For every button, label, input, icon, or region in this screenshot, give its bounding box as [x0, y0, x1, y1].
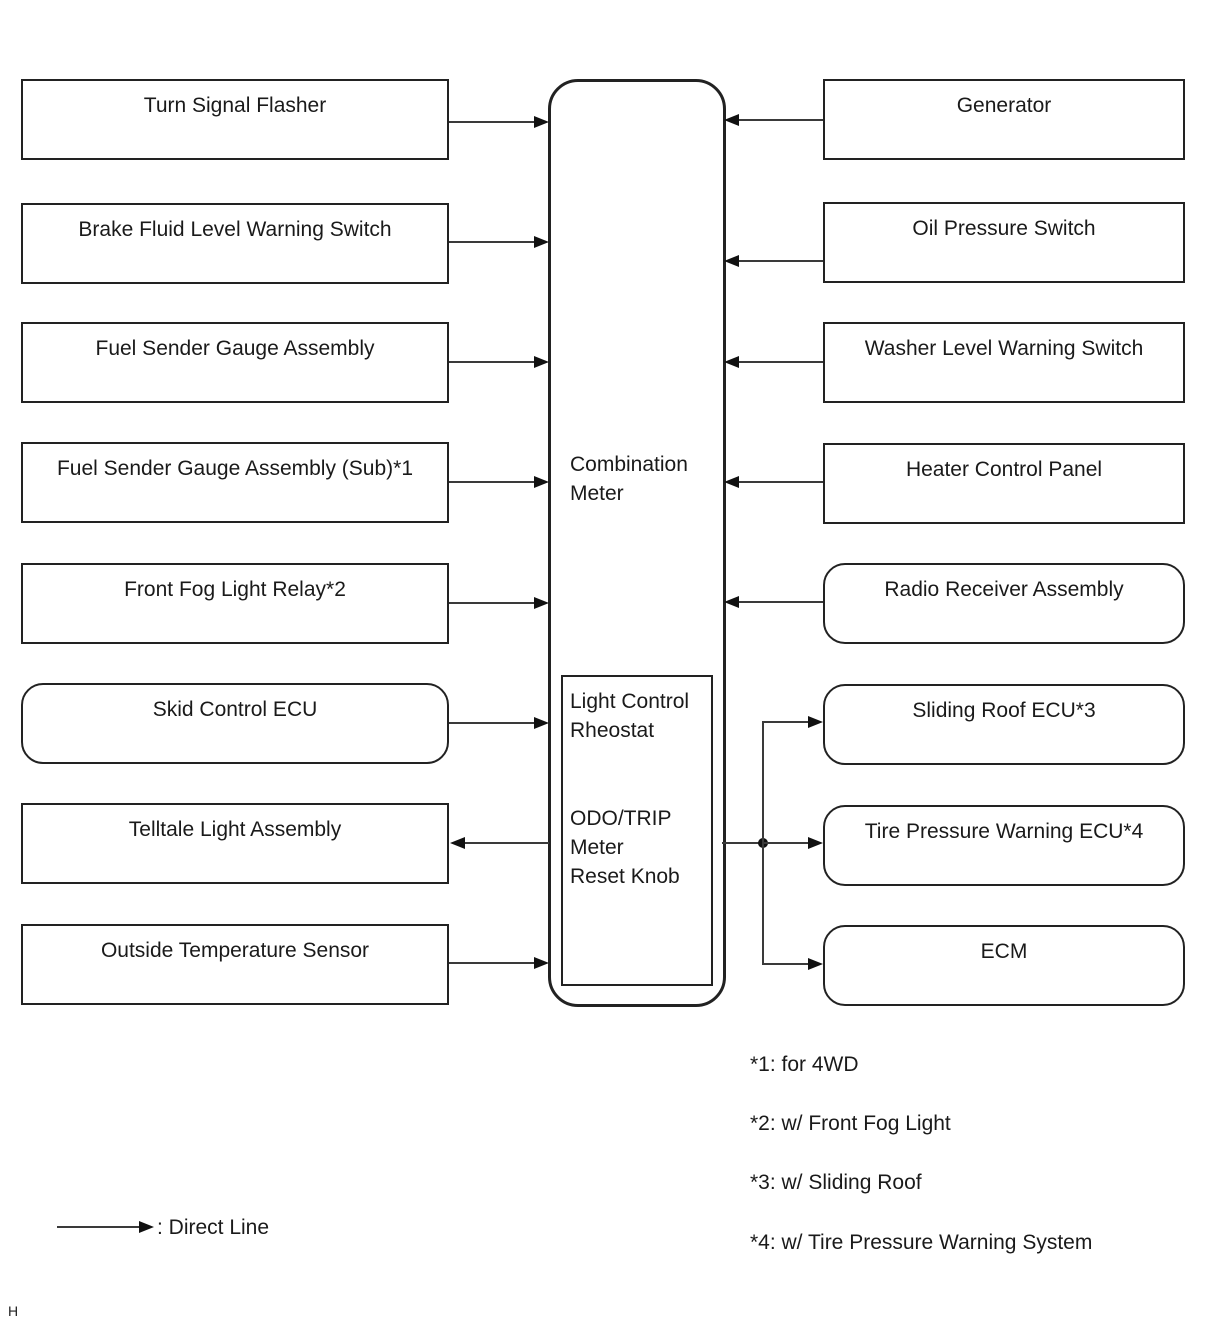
connector-sliding-roof-arrowhead-icon: [808, 716, 823, 728]
box-label: Heater Control Panel: [905, 458, 1103, 481]
connector-heater-panel-arrowhead-icon: [724, 476, 739, 488]
connector-washer-level-line: [738, 361, 823, 363]
box-heater-control-panel: Heater Control Panel: [823, 443, 1185, 524]
box-label: Front Fog Light Relay*2: [124, 578, 346, 601]
box-generator: Generator: [823, 79, 1185, 160]
connector-fuel-sender-arrowhead-icon: [534, 356, 549, 368]
connector-tire-pressure-arrowhead-icon: [808, 837, 823, 849]
connector-turn-signal-arrowhead-icon: [534, 116, 549, 128]
box-label: Fuel Sender Gauge Assembly: [95, 337, 375, 360]
connector-outside-temp-arrowhead-icon: [534, 957, 549, 969]
footnote-4: *4: w/ Tire Pressure Warning System: [750, 1231, 1093, 1254]
legend-arrow-line: [57, 1226, 140, 1228]
box-label: Brake Fluid Level Warning Switch: [78, 218, 392, 241]
connector-fuel-sender-line: [449, 361, 535, 363]
connector-turn-signal-line: [449, 121, 535, 123]
connector-front-fog-line: [449, 602, 535, 604]
box-label: Sliding Roof ECU*3: [912, 699, 1096, 722]
light-control-rheostat-label: Light Control Rheostat: [570, 690, 690, 742]
box-ecm: ECM: [823, 925, 1185, 1006]
connector-ecm-line: [762, 963, 809, 965]
box-label: Generator: [956, 94, 1052, 117]
connector-radio-receiver-arrowhead-icon: [724, 596, 739, 608]
odo-trip-reset-knob-label: ODO/TRIP Meter Reset Knob: [570, 807, 680, 888]
connector-heater-panel-line: [738, 481, 823, 483]
box-washer-level-warning-switch: Washer Level Warning Switch: [823, 322, 1185, 403]
box-label: Oil Pressure Switch: [912, 217, 1096, 240]
connector-sliding-roof-line: [762, 721, 809, 723]
footnote-2: *2: w/ Front Fog Light: [750, 1112, 951, 1135]
footnote-3: *3: w/ Sliding Roof: [750, 1171, 922, 1194]
connector-front-fog-arrowhead-icon: [534, 597, 549, 609]
connector-generator-line: [738, 119, 823, 121]
box-radio-receiver-assembly: Radio Receiver Assembly: [823, 563, 1185, 644]
meter-controls-inner-box: [561, 675, 713, 986]
box-fuel-sender-gauge-assembly-sub: Fuel Sender Gauge Assembly (Sub)*1: [21, 442, 449, 523]
connector-skid-control-line: [449, 722, 535, 724]
box-sliding-roof-ecu: Sliding Roof ECU*3: [823, 684, 1185, 765]
connector-fuel-sender-sub-line: [449, 481, 535, 483]
box-label: ECM: [980, 940, 1028, 963]
box-outside-temperature-sensor: Outside Temperature Sensor: [21, 924, 449, 1005]
footnote-1: *1: for 4WD: [750, 1053, 859, 1076]
box-label: Radio Receiver Assembly: [884, 578, 1124, 601]
connector-brake-fluid-arrowhead-icon: [534, 236, 549, 248]
box-turn-signal-flasher: Turn Signal Flasher: [21, 79, 449, 160]
box-front-fog-light-relay: Front Fog Light Relay*2: [21, 563, 449, 644]
connector-ecm-arrowhead-icon: [808, 958, 823, 970]
box-label: Outside Temperature Sensor: [100, 939, 370, 962]
box-oil-pressure-switch: Oil Pressure Switch: [823, 202, 1185, 283]
box-telltale-light-assembly: Telltale Light Assembly: [21, 803, 449, 884]
connector-meter-out-line: [722, 842, 764, 844]
connector-tire-pressure-line: [762, 842, 809, 844]
box-fuel-sender-gauge-assembly: Fuel Sender Gauge Assembly: [21, 322, 449, 403]
box-label: Fuel Sender Gauge Assembly (Sub)*1: [56, 457, 414, 480]
box-label: Tire Pressure Warning ECU*4: [864, 820, 1144, 843]
connector-radio-receiver-line: [738, 601, 823, 603]
box-tire-pressure-warning-ecu: Tire Pressure Warning ECU*4: [823, 805, 1185, 886]
connector-skid-control-arrowhead-icon: [534, 717, 549, 729]
connector-washer-level-arrowhead-icon: [724, 356, 739, 368]
connector-brake-fluid-line: [449, 241, 535, 243]
connector-generator-arrowhead-icon: [724, 114, 739, 126]
connector-telltale-line: [464, 842, 549, 844]
connector-oil-pressure-arrowhead-icon: [724, 255, 739, 267]
connector-telltale-arrowhead-icon: [450, 837, 465, 849]
box-brake-fluid-level-warning-switch: Brake Fluid Level Warning Switch: [21, 203, 449, 284]
connector-oil-pressure-line: [738, 260, 823, 262]
legend-label: : Direct Line: [157, 1216, 270, 1239]
box-label: Skid Control ECU: [152, 698, 318, 721]
legend-arrowhead-icon: [139, 1221, 154, 1233]
connector-fuel-sender-sub-arrowhead-icon: [534, 476, 549, 488]
connector-outside-temp-line: [449, 962, 535, 964]
box-label: Washer Level Warning Switch: [864, 337, 1144, 360]
box-label: Turn Signal Flasher: [143, 94, 327, 117]
box-skid-control-ecu: Skid Control ECU: [21, 683, 449, 764]
combination-meter-label: Combination Meter: [570, 453, 688, 505]
box-label: Telltale Light Assembly: [128, 818, 342, 841]
page-marker: H: [8, 1303, 19, 1319]
